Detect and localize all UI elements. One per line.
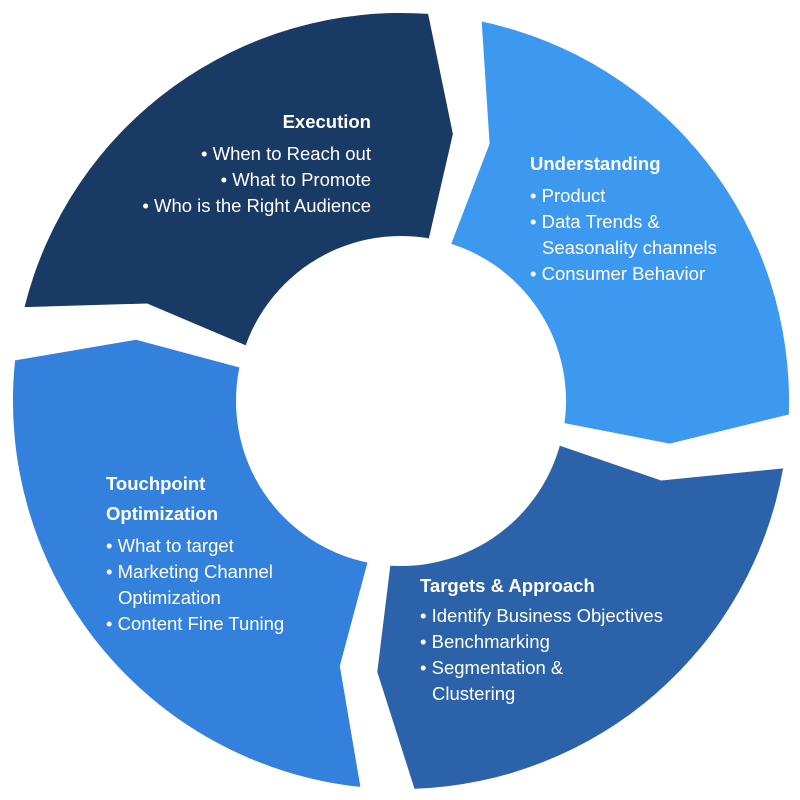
touchpoint-item-continuation: Optimization xyxy=(118,587,221,608)
targets-approach-item: • Identify Business Objectives xyxy=(420,605,663,626)
understanding-title: Understanding xyxy=(530,153,661,174)
execution-item: • Who is the Right Audience xyxy=(142,195,371,216)
touchpoint-title-line-2: Optimization xyxy=(106,503,219,524)
understanding-item: • Data Trends & xyxy=(530,211,660,232)
execution-item: • What to Promote xyxy=(220,169,371,190)
targets-approach-item-continuation: Clustering xyxy=(432,683,516,704)
touchpoint-item: • Marketing Channel xyxy=(106,561,273,582)
touchpoint-block: Touchpoint Optimization • What to target… xyxy=(106,469,346,637)
targets-approach-block: Targets & Approach • Identify Business O… xyxy=(420,573,720,707)
understanding-item: • Consumer Behavior xyxy=(530,263,706,284)
touchpoint-title: Touchpoint Optimization xyxy=(106,469,346,529)
execution-item: • When to Reach out xyxy=(201,143,371,164)
execution-block: Execution • When to Reach out • What to … xyxy=(90,109,371,219)
execution-title: Execution xyxy=(282,111,371,132)
targets-approach-title: Targets & Approach xyxy=(420,575,595,596)
touchpoint-item: • What to target xyxy=(106,535,234,556)
touchpoint-item: • Content Fine Tuning xyxy=(106,613,285,634)
understanding-item-continuation: Seasonality channels xyxy=(542,237,717,258)
touchpoint-title-line-1: Touchpoint xyxy=(106,473,206,494)
targets-approach-item: • Benchmarking xyxy=(420,631,550,652)
understanding-block: Understanding • Product • Data Trends & … xyxy=(530,151,790,287)
center-hub xyxy=(236,236,566,566)
understanding-item: • Product xyxy=(530,185,606,206)
targets-approach-item: • Segmentation & xyxy=(420,657,564,678)
